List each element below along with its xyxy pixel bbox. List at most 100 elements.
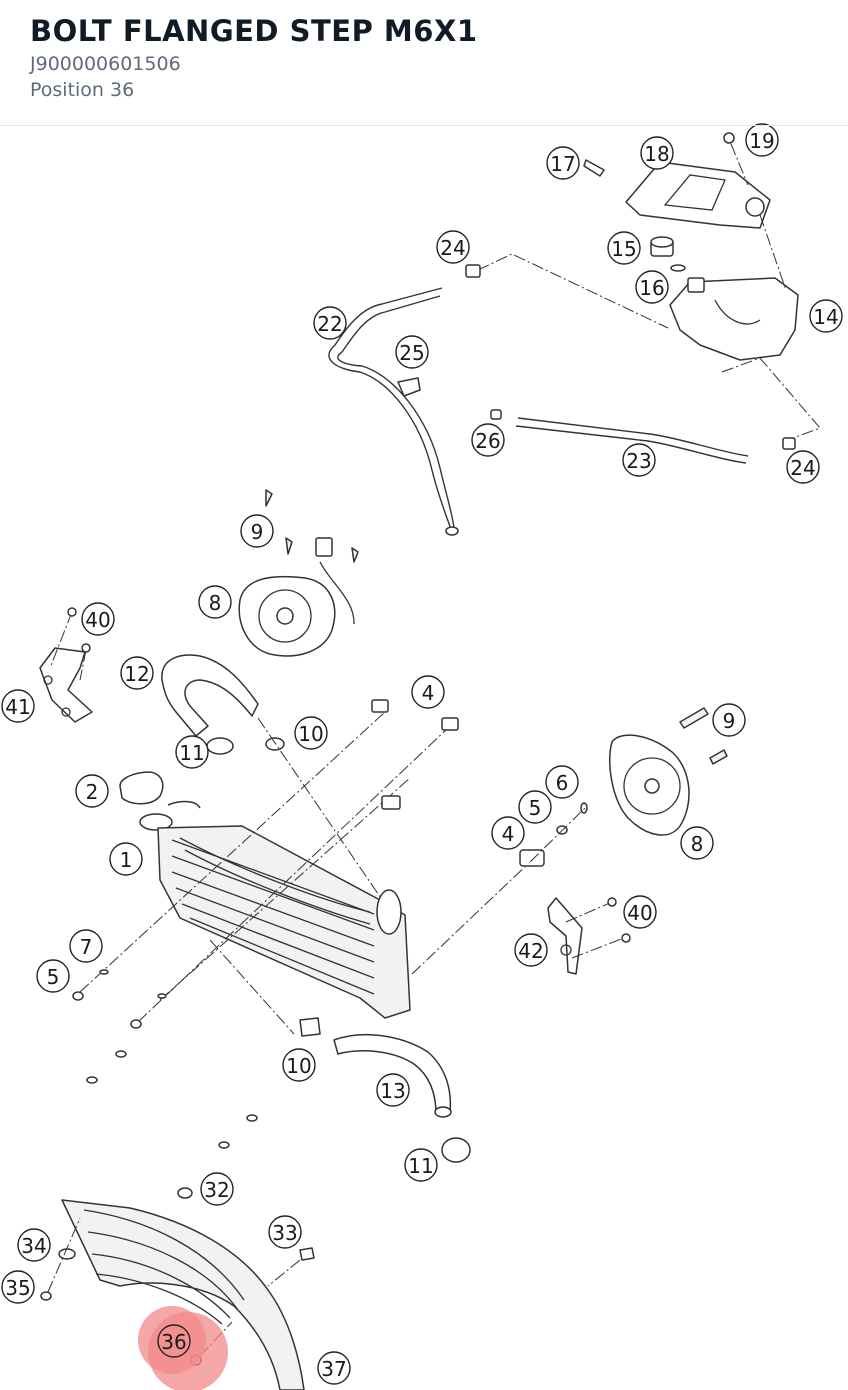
callout-ring	[109, 842, 143, 876]
callout-label: 32	[204, 1178, 229, 1202]
coolant-hose-13-drawing	[299, 1017, 471, 1163]
callout-label: 26	[475, 429, 500, 453]
callout-34[interactable]: 34	[17, 1228, 51, 1262]
callout-label: 24	[440, 236, 465, 260]
callout-18[interactable]: 18	[640, 136, 674, 170]
callout-label: 40	[85, 608, 110, 632]
callout-35[interactable]: 35	[1, 1270, 35, 1304]
callout-22[interactable]: 22	[313, 306, 347, 340]
callout-33[interactable]: 33	[268, 1215, 302, 1249]
callout-7[interactable]: 7	[69, 929, 103, 963]
callout-ring	[317, 1351, 351, 1385]
callout-ring	[607, 231, 641, 265]
callout-5[interactable]: 5	[518, 790, 552, 824]
callout-9[interactable]: 9	[712, 703, 746, 737]
bracket-41-drawing	[39, 607, 93, 723]
callout-label: 1	[120, 848, 133, 872]
callout-ring	[313, 306, 347, 340]
callout-42[interactable]: 42	[514, 933, 548, 967]
radiator-hardware-drawing	[72, 699, 531, 1149]
callout-label: 35	[5, 1276, 30, 1300]
callout-label: 13	[380, 1079, 405, 1103]
expansion-tank-drawing	[477, 132, 821, 441]
callout-ring	[120, 656, 154, 690]
callout-24[interactable]: 24	[436, 230, 470, 264]
callout-17[interactable]: 17	[546, 146, 580, 180]
callout-ring	[680, 826, 714, 860]
callout-label: 16	[639, 276, 664, 300]
callout-label: 4	[422, 681, 435, 705]
callout-label: 12	[124, 662, 149, 686]
callout-11[interactable]: 11	[175, 735, 209, 769]
callout-5[interactable]: 5	[36, 959, 70, 993]
callout-12[interactable]: 12	[120, 656, 154, 690]
callout-16[interactable]: 16	[635, 270, 669, 304]
callout-6[interactable]: 6	[545, 765, 579, 799]
callout-ring	[623, 895, 657, 929]
callout-10[interactable]: 10	[282, 1048, 316, 1082]
callout-32[interactable]: 32	[200, 1172, 234, 1206]
callout-ring	[712, 703, 746, 737]
callout-label: 34	[21, 1234, 46, 1258]
callout-37[interactable]: 37	[317, 1351, 351, 1385]
callout-ring	[436, 230, 470, 264]
callout-8[interactable]: 8	[680, 826, 714, 860]
callout-label: 15	[611, 237, 636, 261]
callout-9[interactable]: 9	[240, 514, 274, 548]
callout-label: 17	[550, 152, 575, 176]
callout-4[interactable]: 4	[411, 675, 445, 709]
callout-label: 42	[518, 939, 543, 963]
callout-label: 5	[47, 965, 60, 989]
callout-label: 11	[408, 1154, 433, 1178]
callout-1[interactable]: 1	[109, 842, 143, 876]
callout-label: 8	[691, 832, 704, 856]
callout-8[interactable]: 8	[198, 585, 232, 619]
position-36-highlight	[138, 1306, 228, 1390]
callout-ring	[518, 790, 552, 824]
callout-label: 19	[749, 129, 774, 153]
callout-24[interactable]: 24	[786, 450, 820, 484]
callout-ring	[81, 602, 115, 636]
callout-ring	[1, 1270, 35, 1304]
callout-label: 5	[529, 796, 542, 820]
radiator-drawing	[119, 771, 411, 1019]
callout-ring	[36, 959, 70, 993]
callout-2[interactable]: 2	[75, 774, 109, 808]
callout-ring	[175, 735, 209, 769]
callout-ring	[786, 450, 820, 484]
callout-ring	[17, 1228, 51, 1262]
callout-label: 2	[86, 780, 99, 804]
callout-label: 33	[272, 1221, 297, 1245]
callout-label: 22	[317, 312, 342, 336]
callout-ring	[411, 675, 445, 709]
callout-14[interactable]: 14	[809, 299, 843, 333]
callout-11[interactable]: 11	[404, 1148, 438, 1182]
callout-19[interactable]: 19	[745, 123, 779, 157]
callout-41[interactable]: 41	[1, 689, 35, 723]
callout-ring	[546, 146, 580, 180]
callout-40[interactable]: 40	[623, 895, 657, 929]
callout-36[interactable]: 36	[157, 1324, 191, 1358]
callout-26[interactable]: 26	[471, 423, 505, 457]
callout-25[interactable]: 25	[395, 335, 429, 369]
callout-label: 8	[209, 591, 222, 615]
callout-23[interactable]: 23	[622, 443, 656, 477]
callout-13[interactable]: 13	[376, 1073, 410, 1107]
callout-4[interactable]: 4	[491, 816, 525, 850]
callout-ring	[198, 585, 232, 619]
callout-ring	[268, 1215, 302, 1249]
callout-label: 36	[161, 1330, 186, 1354]
callout-40[interactable]: 40	[81, 602, 115, 636]
callout-ring	[240, 514, 274, 548]
callout-ring	[404, 1148, 438, 1182]
callout-15[interactable]: 15	[607, 231, 641, 265]
callout-10[interactable]: 10	[294, 716, 328, 750]
callout-label: 10	[298, 722, 323, 746]
callout-ring	[75, 774, 109, 808]
part-header: BOLT FLANGED STEP M6X1 J900000601506 Pos…	[0, 0, 848, 126]
callout-label: 4	[502, 822, 515, 846]
callout-label: 10	[286, 1054, 311, 1078]
callout-label: 41	[5, 695, 30, 719]
